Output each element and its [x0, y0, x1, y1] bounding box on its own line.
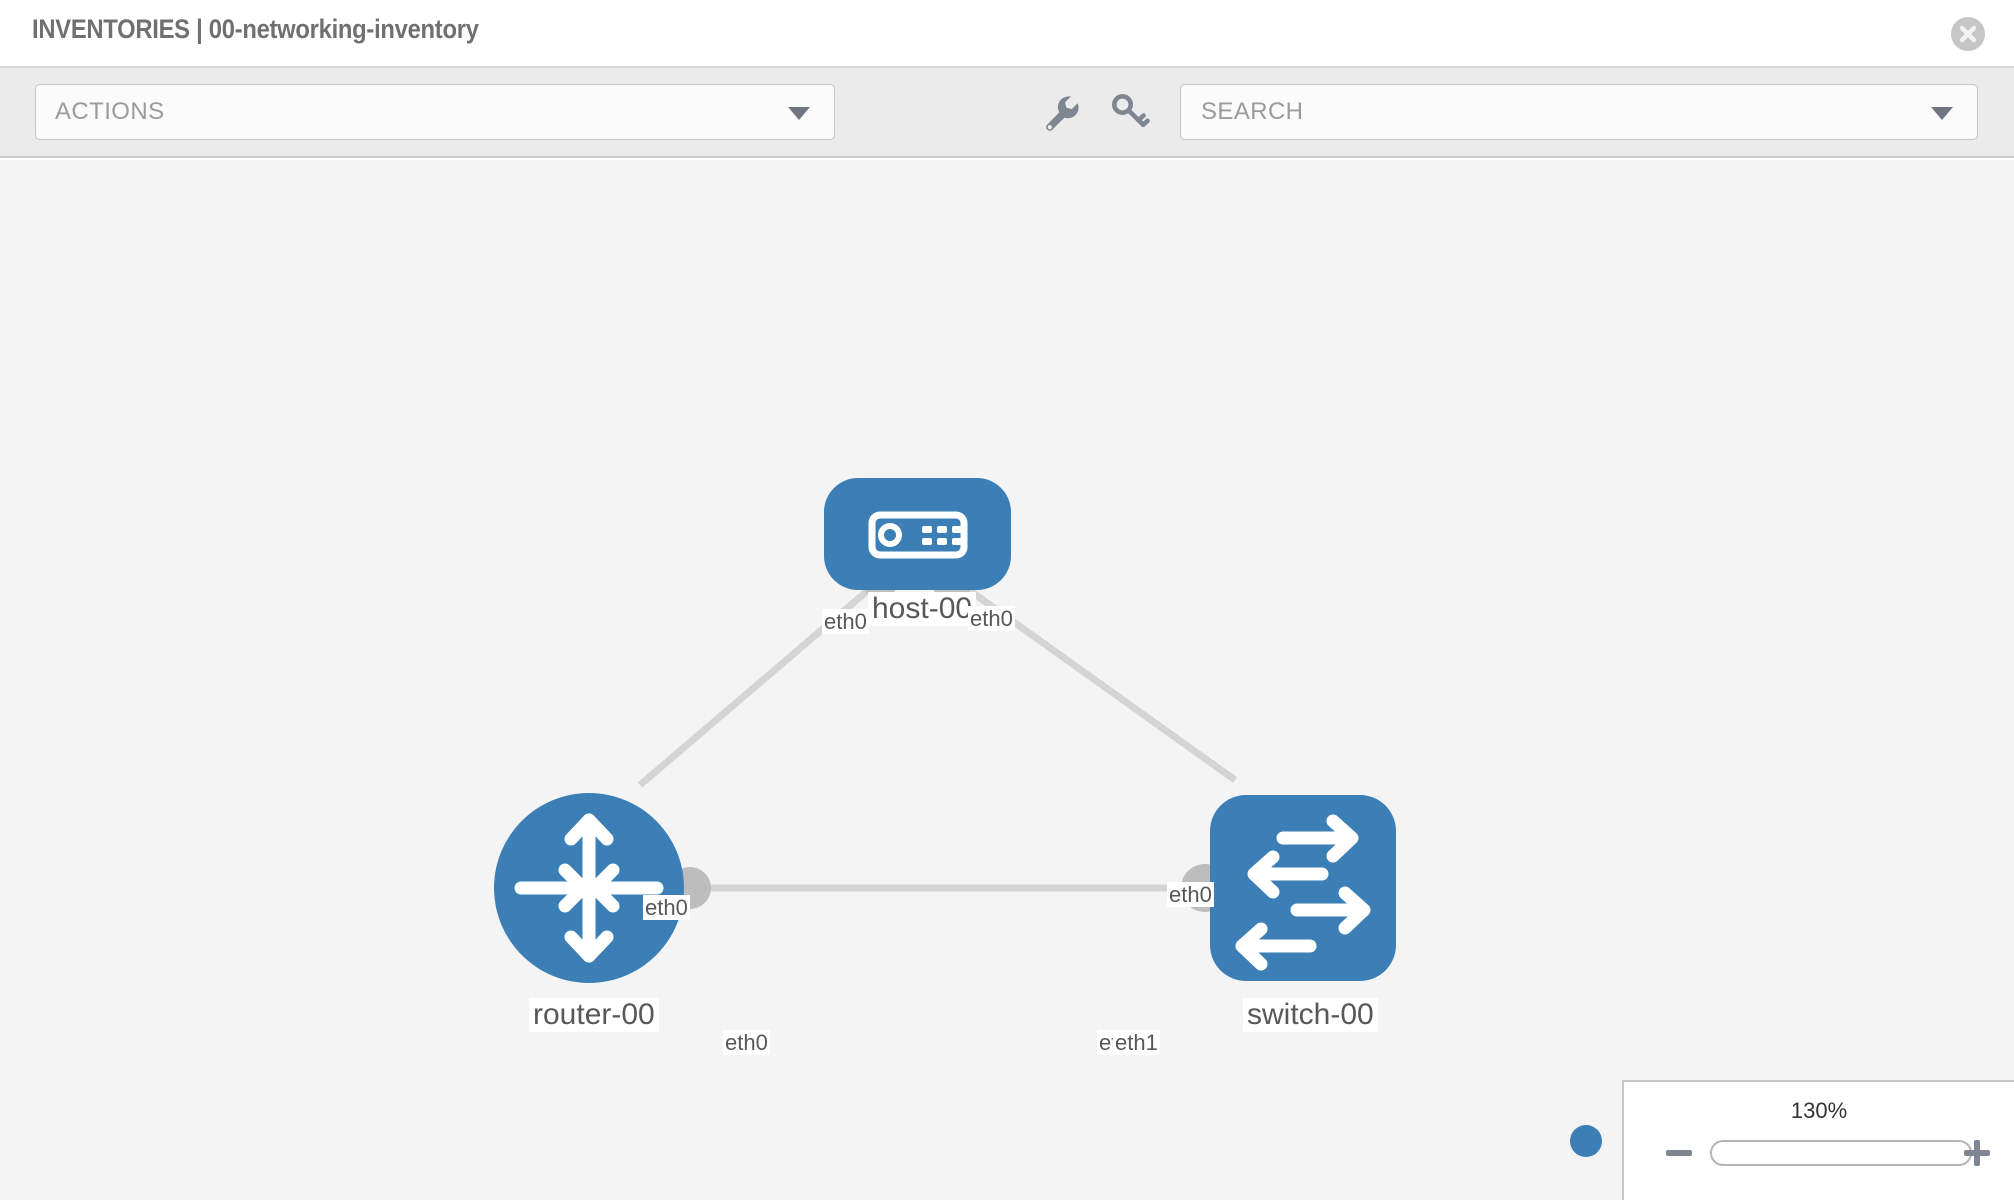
zoom-slider-thumb[interactable]	[1570, 1125, 1602, 1157]
search-input[interactable]: SEARCH	[1180, 84, 1978, 140]
node-label-router-00: router-00	[529, 998, 659, 1032]
zoom-control-panel: 130%	[1622, 1080, 2014, 1200]
page-title: INVENTORIES | 00-networking-inventory	[32, 14, 479, 44]
edge-label-host-right: eth0	[968, 606, 1015, 632]
plus-icon[interactable]	[1962, 1138, 1992, 1168]
actions-dropdown-label: ACTIONS	[55, 98, 165, 125]
minus-icon[interactable]	[1664, 1138, 1694, 1168]
close-icon[interactable]	[1950, 16, 1986, 52]
wrench-icon[interactable]	[1039, 90, 1083, 134]
key-icon[interactable]	[1107, 90, 1151, 134]
node-host-00[interactable]	[824, 478, 1011, 590]
zoom-percent-label: 130%	[1790, 1098, 1848, 1123]
chevron-down-icon[interactable]	[1931, 107, 1953, 120]
node-label-host-00: host-00	[868, 592, 977, 626]
topology-canvas[interactable]: eth0 host-00 eth0 eth0 eth0 eth0 eth eth…	[0, 160, 2014, 1200]
switch-arrows-icon	[1235, 814, 1371, 971]
edge-label-host-left: eth0	[822, 609, 869, 635]
topology-edges	[637, 577, 1238, 892]
topology-graph	[494, 478, 1396, 983]
search-placeholder: SEARCH	[1201, 98, 1304, 125]
edge-label-router-up: eth0	[643, 895, 690, 921]
zoom-slider[interactable]	[1710, 1140, 1972, 1166]
node-switch-00[interactable]	[1210, 795, 1396, 981]
chevron-down-icon	[788, 107, 810, 120]
node-router-00[interactable]	[494, 793, 684, 983]
router-arrows-icon	[514, 813, 664, 963]
edge-label-switch-left-b: eth1	[1113, 1030, 1160, 1056]
edge-label-switch-up: eth0	[1167, 882, 1214, 908]
server-icon	[868, 511, 968, 559]
node-label-switch-00: switch-00	[1243, 998, 1378, 1032]
page-header: INVENTORIES | 00-networking-inventory	[0, 0, 2014, 68]
edge-label-router-right: eth0	[723, 1030, 770, 1056]
actions-dropdown[interactable]: ACTIONS	[35, 84, 835, 140]
